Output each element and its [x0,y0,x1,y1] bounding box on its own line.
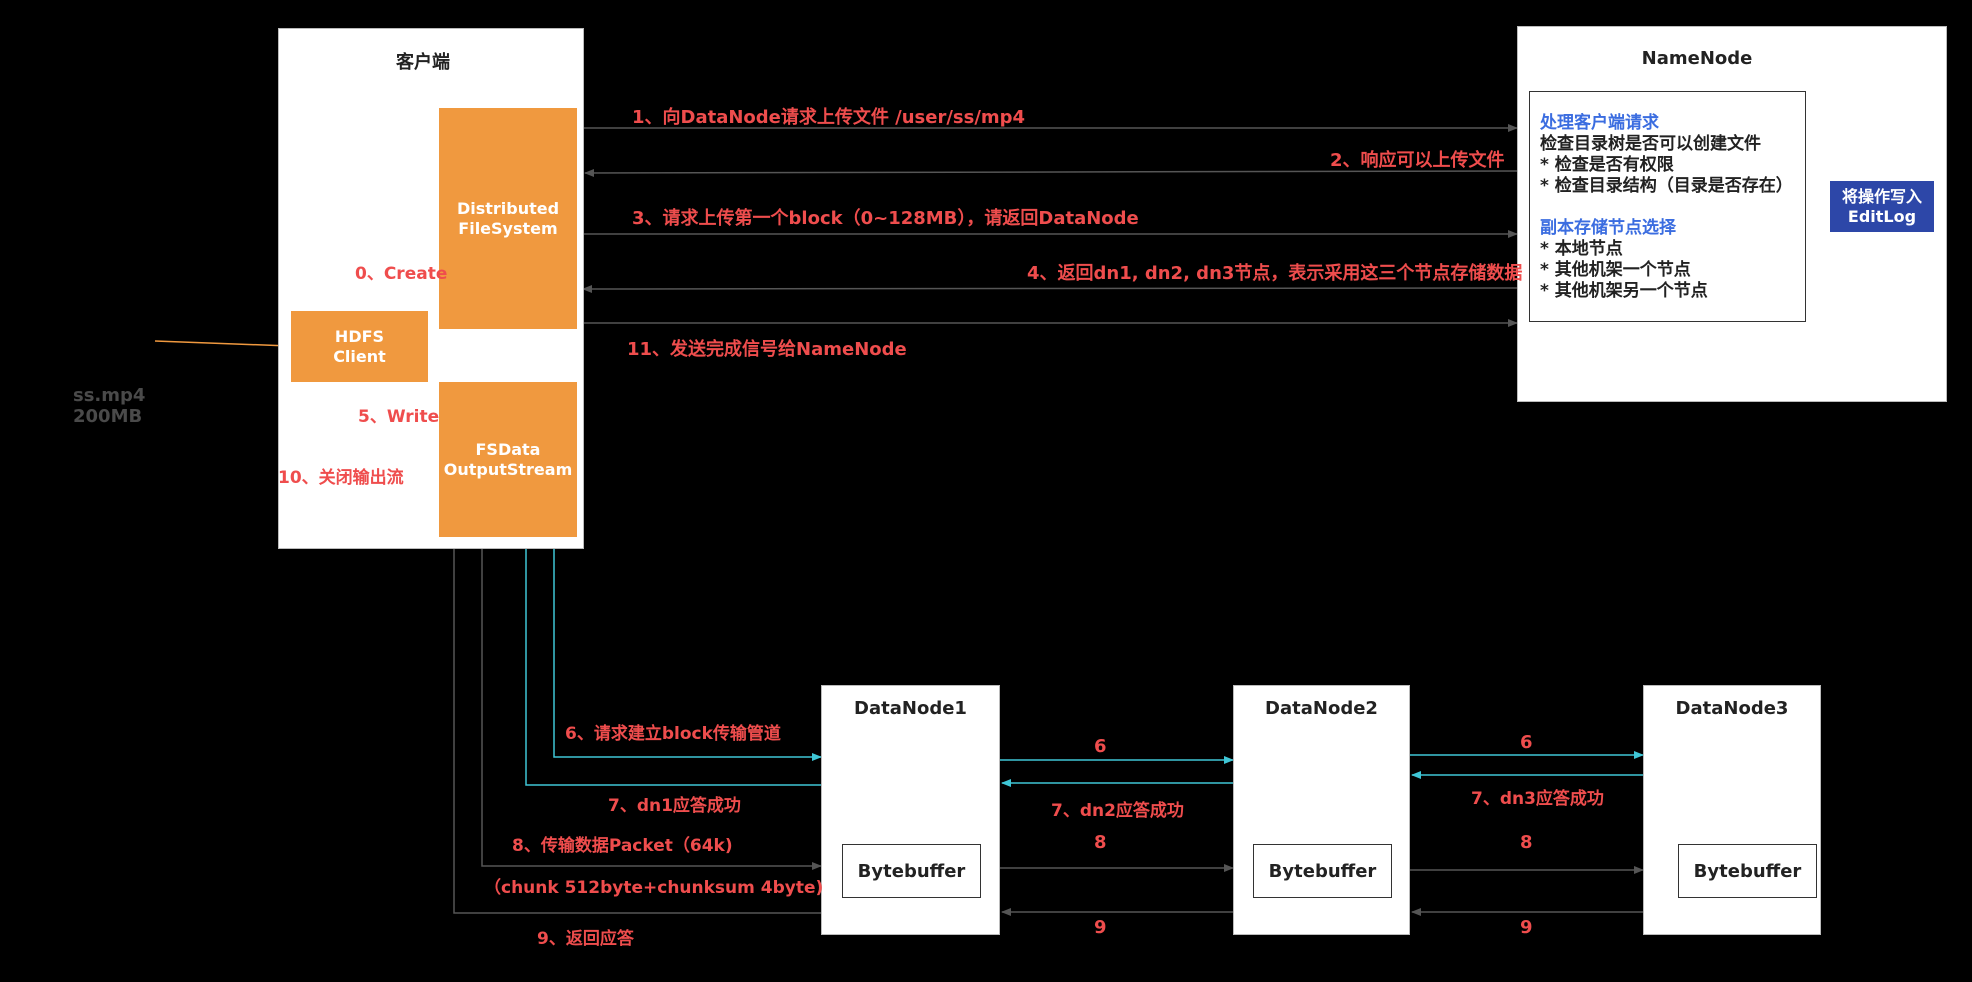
dn2-ack-label: 7、dn2应答成功 [1051,801,1184,821]
distributed-filesystem-node[interactable]: Distributed FileSystem [439,108,577,329]
nn-line-4 [1540,197,1793,218]
nn-line-6: * 本地节点 [1540,239,1623,259]
step5-label: 5、Write [358,407,440,427]
msg2-label: 2、响应可以上传文件 [1330,150,1505,171]
namenode-info-panel [1529,91,1806,322]
nn-line-7: * 其他机架一个节点 [1540,260,1691,280]
msg6-arrow [553,535,822,761]
msg8-label: 8、传输数据Packet（64k) [512,836,733,856]
step0-label: 0、Create [355,264,448,284]
nn-line-3: * 检查目录结构（目录是否存在） [1540,176,1793,196]
dn3-ack-label: 7、dn3应答成功 [1471,789,1604,809]
msg3-label: 3、请求上传第一个block（0~128MB），请返回DataNode [632,208,1139,229]
file-to-client-arrow [154,340,291,350]
msg8-arrow [481,537,822,870]
dn2-dn1-9-label: 9 [1094,917,1107,938]
msg8b-label: （chunk 512byte+chunksum 4byte) [484,878,824,898]
dn2-dn3-8-label: 8 [1520,832,1533,853]
msg7-arrow [522,537,821,786]
msg4-arrow [582,284,1518,293]
nn-line-1: 检查目录树是否可以创建文件 [1540,134,1761,154]
datanode1-title: DataNode1 [854,698,967,719]
file-size: 200MB [73,406,143,427]
dn3-dn2-9-label: 9 [1520,917,1533,938]
nn-line-8: * 其他机架另一个节点 [1540,281,1708,301]
datanode3-title: DataNode3 [1675,698,1789,719]
hdfs-client-node[interactable]: HDFS Client [291,311,428,382]
nn-line-5: 副本存储节点选择 [1540,218,1676,238]
msg11-label: 11、发送完成信号给NameNode [627,339,907,360]
dn2-dn3-6-label: 6 [1520,732,1533,753]
editlog-node[interactable]: 将操作写入 EditLog [1830,181,1934,232]
dn1-dn2-8-label: 8 [1094,832,1107,853]
client-title: 客户端 [396,52,450,73]
msg6-label: 6、请求建立block传输管道 [565,724,781,744]
nn-line-2: * 检查是否有权限 [1540,155,1674,175]
dn1-dn2-6-label: 6 [1094,736,1107,757]
msg2-arrow [584,168,1518,177]
msg1-label: 1、向DataNode请求上传文件 /user/ss/mp4 [632,107,1026,128]
datanode2-bytebuffer[interactable]: Bytebuffer [1253,844,1392,898]
fsdata-outputstream-node[interactable]: FSData OutputStream [439,382,577,537]
file-label: ss.mp4 200MB [73,385,145,427]
msg9-label: 9、返回应答 [537,929,634,949]
msg4-label: 4、返回dn1, dn2, dn3节点，表示采用这三个节点存储数据 [1027,263,1523,284]
datanode2-title: DataNode2 [1265,698,1378,719]
file-name: ss.mp4 [73,385,146,406]
msg9-arrow [450,536,821,914]
step10-label: 10、关闭输出流 [278,468,404,488]
msg7-label: 7、dn1应答成功 [608,796,741,816]
namenode-title: NameNode [1641,48,1753,69]
nn-line-0: 处理客户端请求 [1540,113,1659,133]
datanode1-bytebuffer[interactable]: Bytebuffer [842,844,981,898]
namenode-info-lines: 处理客户端请求 检查目录树是否可以创建文件 * 检查是否有权限 * 检查目录结构… [1540,113,1793,302]
datanode3-bytebuffer[interactable]: Bytebuffer [1678,844,1817,898]
